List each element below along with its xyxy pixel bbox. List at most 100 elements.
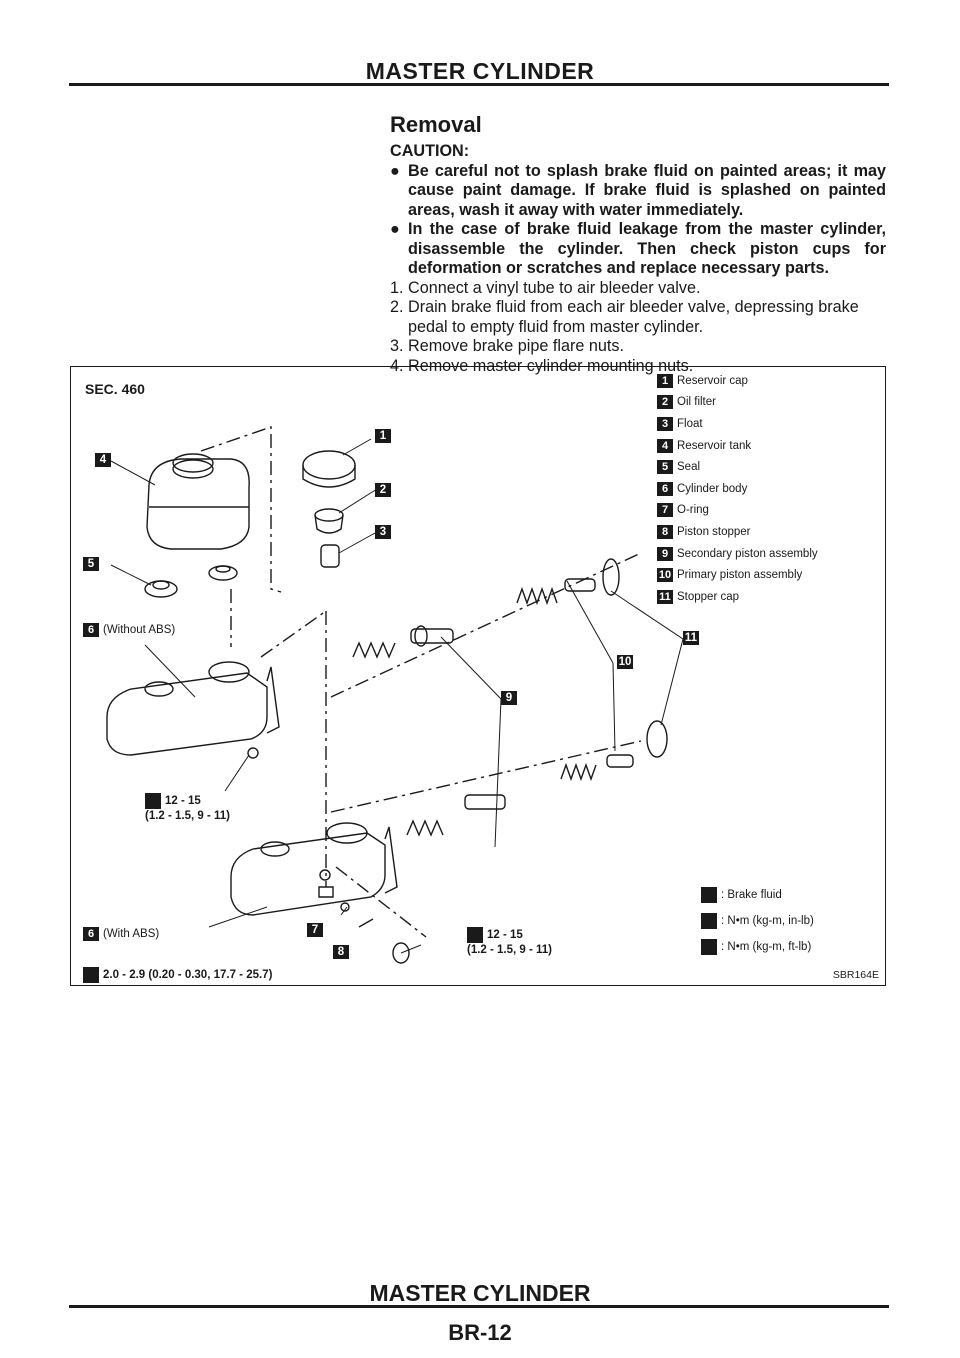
page-number: BR-12	[448, 1320, 512, 1345]
caution-bullet: ● In the case of brake fluid leakage fro…	[390, 220, 886, 279]
primary-piston-lower	[560, 754, 634, 782]
torque-wrench-icon	[145, 793, 161, 809]
seals	[144, 565, 238, 598]
callout-number: 6	[83, 927, 99, 941]
stopper-cap-upper	[602, 558, 620, 596]
legend-label: Cylinder body	[677, 482, 748, 495]
cylinder-body-with-abs	[230, 822, 398, 916]
master-cylinder-diagram	[106, 426, 684, 964]
section-number-label: SEC. 460	[85, 381, 145, 397]
legend-number: 10	[657, 568, 673, 583]
torque-value-units: (1.2 - 1.5, 9 - 11)	[145, 810, 231, 822]
step-number: 4.	[390, 356, 404, 375]
symbol-label: : N•m (kg-m, ft-lb)	[721, 941, 812, 953]
callout-label: (With ABS)	[103, 928, 160, 940]
step-text: Drain brake fluid from each air bleeder …	[408, 298, 859, 336]
legend-number: 2	[657, 395, 673, 410]
torque-wrench-icon	[701, 913, 717, 929]
assembly-guide-lines	[200, 426, 642, 938]
body-text: CAUTION: ● Be careful not to splash brak…	[390, 142, 886, 376]
torque-value: 12 - 15	[487, 929, 523, 941]
symbol-legend: : Brake fluid : N•m (kg-m, in-lb) : N•m …	[701, 882, 814, 960]
secondary-piston-lower	[406, 794, 506, 837]
legend-label: Float	[677, 417, 703, 430]
legend-label: Reservoir cap	[677, 374, 748, 387]
brake-fluid-icon	[701, 887, 717, 903]
torque-value: 12 - 15	[165, 795, 201, 807]
legend-label: Reservoir tank	[677, 439, 752, 452]
legend-number: 7	[657, 503, 673, 518]
legend-item: 3 Float	[657, 413, 818, 435]
callout-with-abs: 6 (With ABS)	[83, 927, 159, 941]
bullet-icon: ●	[390, 161, 400, 180]
legend-item: 2 Oil filter	[657, 392, 818, 414]
step-text: Remove master cylinder mounting nuts.	[408, 356, 694, 375]
footer-rule	[69, 1305, 889, 1308]
reservoir-tank	[146, 453, 250, 550]
torque-wrench-icon	[467, 927, 483, 943]
legend-item: 6 Cylinder body	[657, 478, 818, 500]
callout-number: 9	[501, 691, 517, 705]
callout-number: 8	[333, 945, 349, 959]
torque-spec-lower: 12 - 15 (1.2 - 1.5, 9 - 11)	[467, 927, 552, 957]
torque-wrench-icon	[701, 939, 717, 955]
legend-label: Piston stopper	[677, 525, 751, 538]
step-number: 3.	[390, 337, 404, 355]
legend-label: Oil filter	[677, 396, 716, 409]
symbol-label: : Brake fluid	[721, 889, 782, 901]
callout-label: (Without ABS)	[103, 624, 176, 636]
legend-number: 5	[657, 460, 673, 475]
torque-value-units: (1.2 - 1.5, 9 - 11)	[467, 944, 553, 956]
secondary-piston-upper	[352, 625, 454, 659]
torque-spec-upper: 12 - 15 (1.2 - 1.5, 9 - 11)	[145, 793, 230, 823]
symbol-row: : N•m (kg-m, ft-lb)	[701, 934, 814, 960]
symbol-label: : N•m (kg-m, in-lb)	[721, 915, 814, 927]
callout-number: 4	[95, 453, 111, 467]
caution-label: CAUTION:	[390, 142, 470, 160]
caution-bullet-text: In the case of brake fluid leakage from …	[408, 220, 886, 277]
callout-number: 10	[617, 655, 633, 669]
piston-stopper-part	[392, 942, 410, 964]
legend-label: Secondary piston assembly	[677, 547, 818, 560]
header-rule	[69, 83, 889, 86]
legend-number: 6	[657, 481, 673, 496]
legend-item: 10 Primary piston assembly	[657, 564, 818, 586]
figure-id: SBR164E	[832, 969, 879, 981]
oil-filter	[314, 508, 344, 534]
caution-bullet: ● Be careful not to splash brake fluid o…	[390, 162, 886, 221]
section-title: Removal	[390, 112, 482, 137]
step-item: 2. Drain brake fluid from each air bleed…	[390, 298, 886, 337]
page-footer-title: MASTER CYLINDER	[369, 1280, 591, 1306]
step-text: Connect a vinyl tube to air bleeder valv…	[408, 278, 701, 297]
symbol-row: : Brake fluid	[701, 882, 814, 908]
callout-number: 11	[683, 631, 699, 645]
legend-label: Primary piston assembly	[677, 569, 803, 582]
callout-number: 1	[375, 429, 391, 443]
page-header-title: MASTER CYLINDER	[365, 58, 595, 84]
legend-number: 11	[657, 589, 673, 604]
step-item: 3. Remove brake pipe flare nuts.	[390, 337, 886, 357]
torque-value: 2.0 - 2.9 (0.20 - 0.30, 17.7 - 25.7)	[103, 969, 273, 981]
bullet-icon: ●	[390, 220, 400, 238]
torque-spec-bottom: 2.0 - 2.9 (0.20 - 0.30, 17.7 - 25.7)	[83, 967, 272, 983]
legend-number: 3	[657, 416, 673, 431]
cylinder-body-without-abs	[106, 661, 280, 759]
symbol-row: : N•m (kg-m, in-lb)	[701, 908, 814, 934]
step-item: 4. Remove master cylinder mounting nuts.	[390, 357, 886, 377]
step-number: 2.	[390, 298, 404, 316]
callout-number: 3	[375, 525, 391, 539]
caution-bullet-text: Be careful not to splash brake fluid on …	[408, 161, 886, 219]
step-number: 1.	[390, 278, 404, 297]
stopper-cap-lower	[646, 720, 668, 758]
reservoir-cap	[302, 450, 356, 488]
callout-without-abs: 6 (Without ABS)	[83, 623, 175, 637]
